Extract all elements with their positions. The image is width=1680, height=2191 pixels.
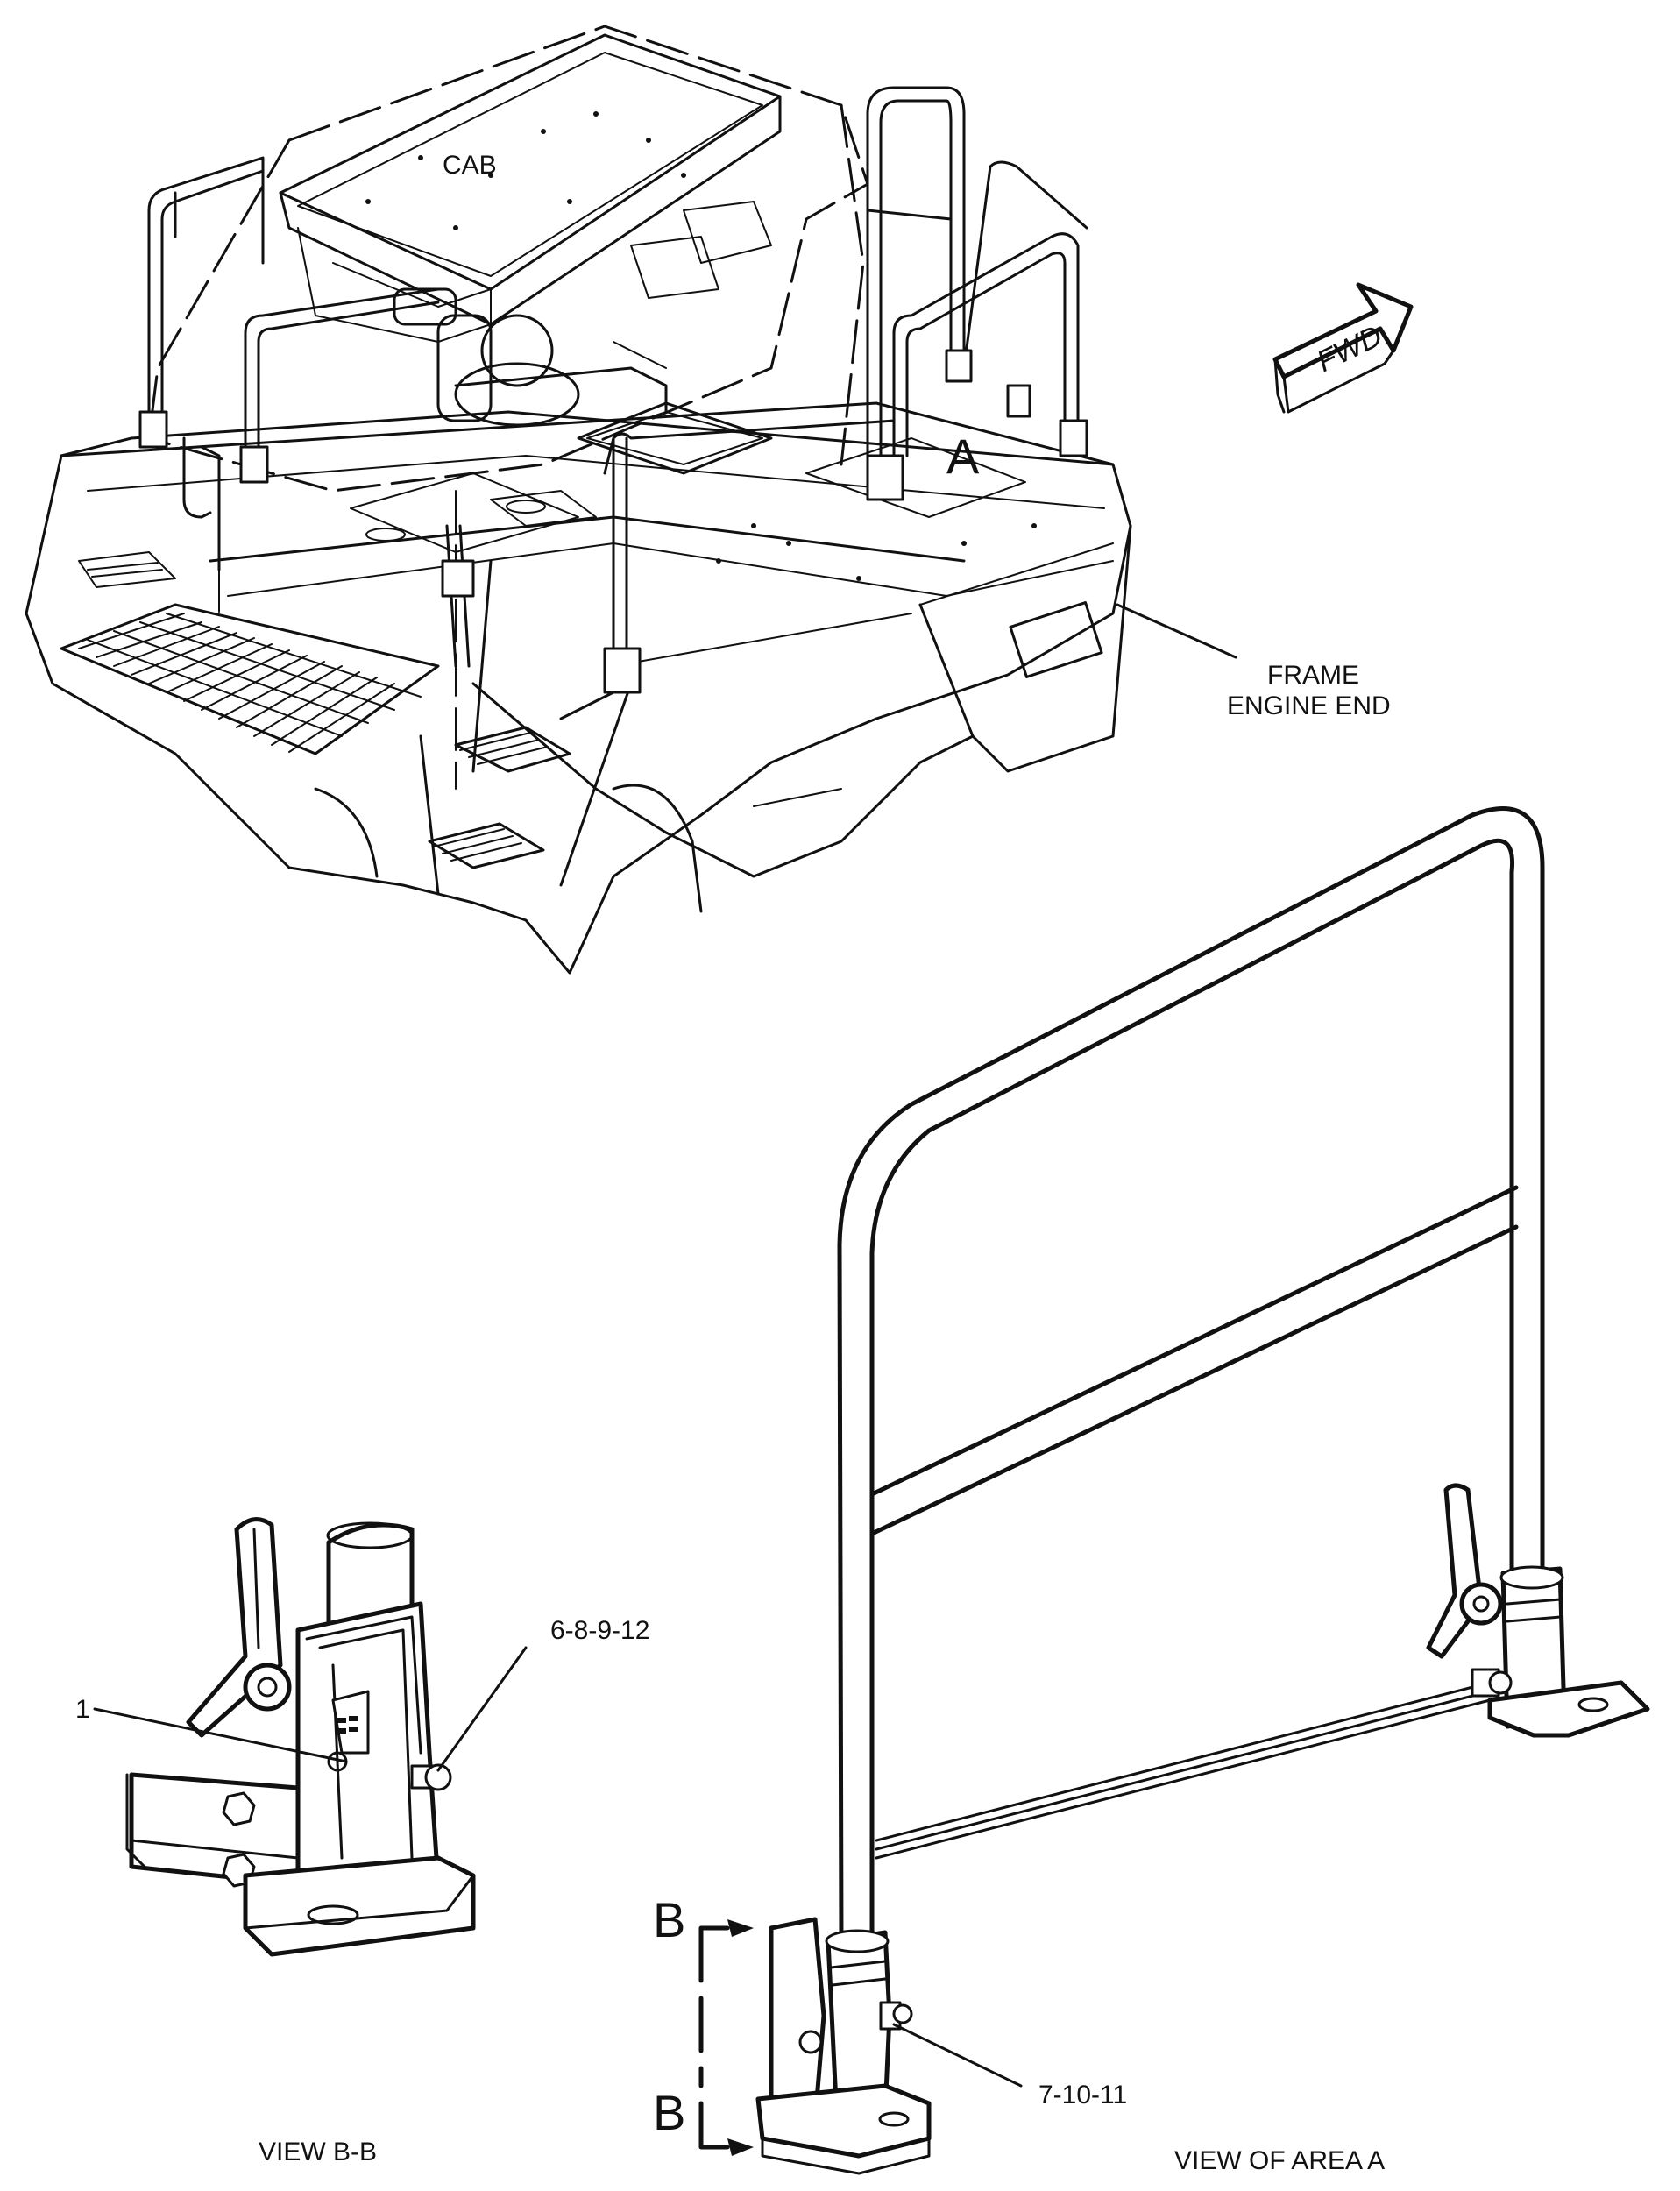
fwd-arrow-icon [1272, 282, 1414, 414]
area-a-label: A [946, 429, 980, 484]
view-b-b-caption: VIEW B-B [259, 2138, 377, 2166]
part-callout-1: 1 [75, 1695, 90, 1724]
frame-label-line1: FRAME [1267, 661, 1359, 690]
view-b-b-detail [93, 1517, 528, 1957]
section-b-bottom-label: B [653, 2085, 685, 2140]
view-area-a-caption: VIEW OF AREA A [1174, 2146, 1385, 2175]
cab-label: CAB [443, 151, 497, 180]
section-b-top-label: B [653, 1892, 685, 1947]
view-of-area-a-detail [698, 806, 1650, 2175]
part-callout-6-8-9-12: 6-8-9-12 [550, 1616, 649, 1645]
part-callout-7-10-11: 7-10-11 [1038, 2081, 1127, 2109]
frame-label-line2: ENGINE END [1227, 691, 1391, 720]
machine-assembly-drawing [25, 25, 1237, 975]
